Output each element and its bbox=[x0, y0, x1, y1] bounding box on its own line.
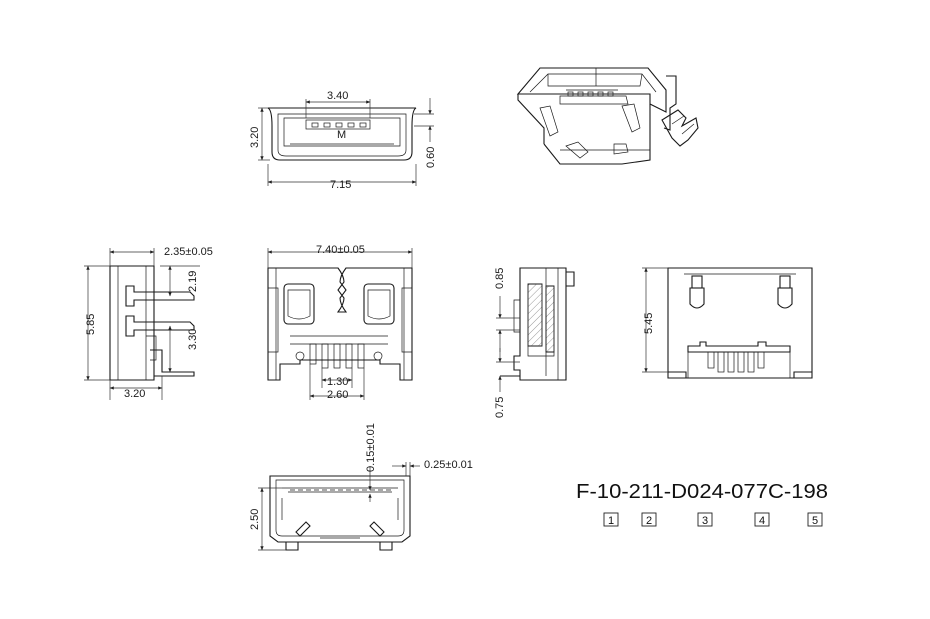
reference-box-2: 2 bbox=[641, 512, 657, 527]
reference-box-1: 1 bbox=[603, 512, 619, 527]
dim-side-depth: 3.20 bbox=[124, 388, 145, 400]
dim-bottom-inner: 1.30 bbox=[327, 376, 348, 388]
lower-view: 0.15±0.01 0.25±0.01 2.50 bbox=[249, 423, 473, 551]
bottom-view: 7.40±0.05 1.30 2.60 bbox=[267, 244, 413, 401]
dim-side-upper: 2.19 bbox=[187, 271, 199, 292]
dim-front-width: 7.15 bbox=[330, 179, 351, 191]
dim-side-top: 2.35±0.05 bbox=[164, 246, 213, 258]
dim-side-lower: 3.30 bbox=[187, 329, 199, 350]
dim-bottom-width: 7.40±0.05 bbox=[316, 244, 365, 256]
reference-box-4: 4 bbox=[754, 512, 770, 527]
reference-box-label: 4 bbox=[759, 515, 765, 527]
front-view: M 3.40 3.20 7.15 0.60 bbox=[249, 90, 437, 191]
dim-lower-height: 2.50 bbox=[249, 509, 261, 530]
dim-front-height: 3.20 bbox=[249, 127, 261, 148]
dim-pitch: 3.40 bbox=[327, 90, 348, 102]
reference-box-label: 5 bbox=[812, 515, 818, 527]
part-number-block: F-10-211-D024-077C-198 1 2 3 4 5 bbox=[576, 481, 828, 527]
rear-view: 5.45 bbox=[642, 267, 813, 379]
dim-rear-height: 5.45 bbox=[643, 313, 655, 334]
dim-side-height: 5.85 bbox=[85, 314, 97, 335]
reference-box-5: 5 bbox=[807, 512, 823, 527]
reference-box-label: 1 bbox=[608, 515, 614, 527]
dim-lower-thickness: 0.25±0.01 bbox=[424, 459, 473, 471]
reference-box-3: 3 bbox=[697, 512, 713, 527]
dim-lower-gap: 0.15±0.01 bbox=[365, 423, 377, 472]
dim-bottom-outer: 2.60 bbox=[327, 389, 348, 401]
dim-offset: 0.60 bbox=[425, 147, 437, 168]
section-view: 0.85 0.75 bbox=[494, 267, 575, 418]
dim-section-top: 0.85 bbox=[494, 268, 506, 289]
reference-box-label: 3 bbox=[702, 515, 708, 527]
isometric-view bbox=[516, 67, 699, 165]
dim-section-bottom: 0.75 bbox=[494, 397, 506, 418]
part-number: F-10-211-D024-077C-198 bbox=[576, 481, 828, 503]
reference-box-label: 2 bbox=[646, 515, 652, 527]
side-view: 2.35±0.05 2.19 3.30 5.85 3.20 bbox=[84, 246, 213, 400]
svg-text:M: M bbox=[337, 129, 346, 141]
